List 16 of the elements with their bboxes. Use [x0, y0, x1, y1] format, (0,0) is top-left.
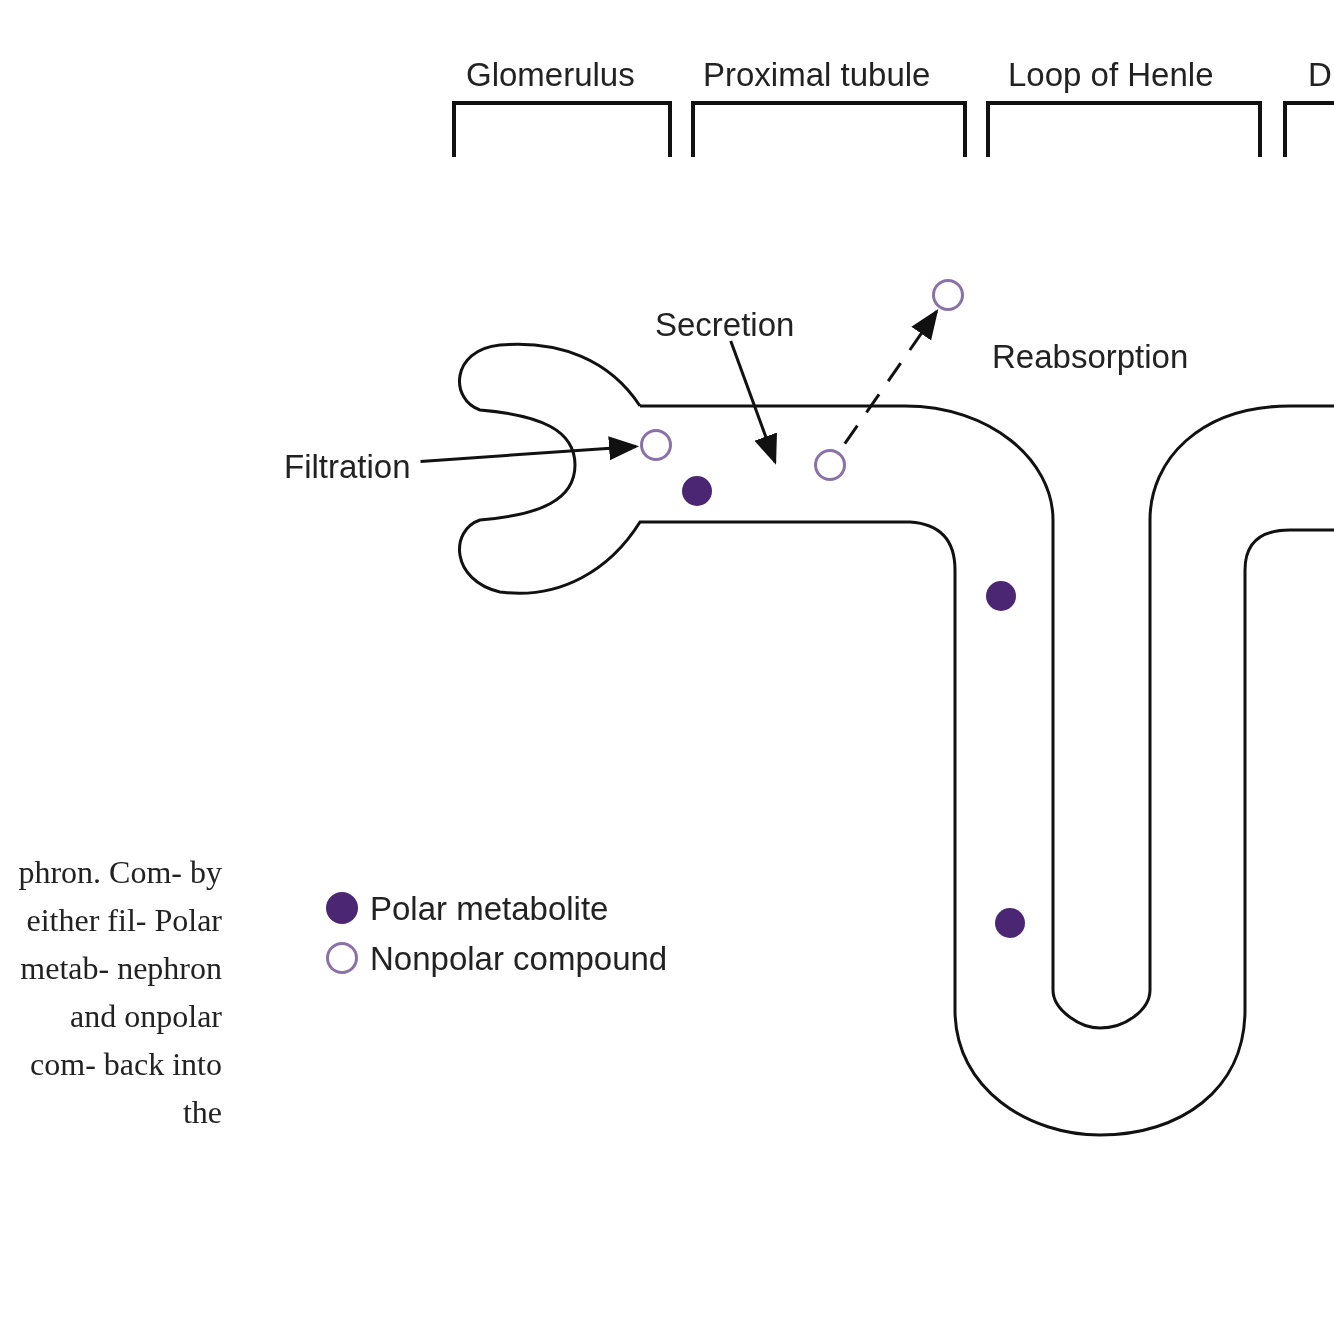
- process-label: Secretion: [655, 308, 795, 341]
- section-label: Glomerulus: [466, 58, 635, 91]
- legend-label: Nonpolar compound: [370, 942, 668, 975]
- open-circle: [932, 279, 964, 311]
- open-circle: [814, 449, 846, 481]
- arrow: [843, 308, 939, 445]
- section-label: Loop of Henle: [1008, 58, 1214, 91]
- caption-text: phron. Com- by either fil- Polar metab- nephron and onpolar com- back into the: [17, 853, 222, 1132]
- legend-label: Polar metabolite: [370, 892, 609, 925]
- process-label: Filtration: [284, 450, 411, 483]
- section-label: Proximal tubule: [703, 58, 931, 91]
- section-label: D: [1308, 58, 1332, 91]
- arrow: [420, 436, 640, 463]
- open-circle: [640, 429, 672, 461]
- edge-label: Reabsorption: [992, 340, 1189, 373]
- arrow: [729, 340, 777, 465]
